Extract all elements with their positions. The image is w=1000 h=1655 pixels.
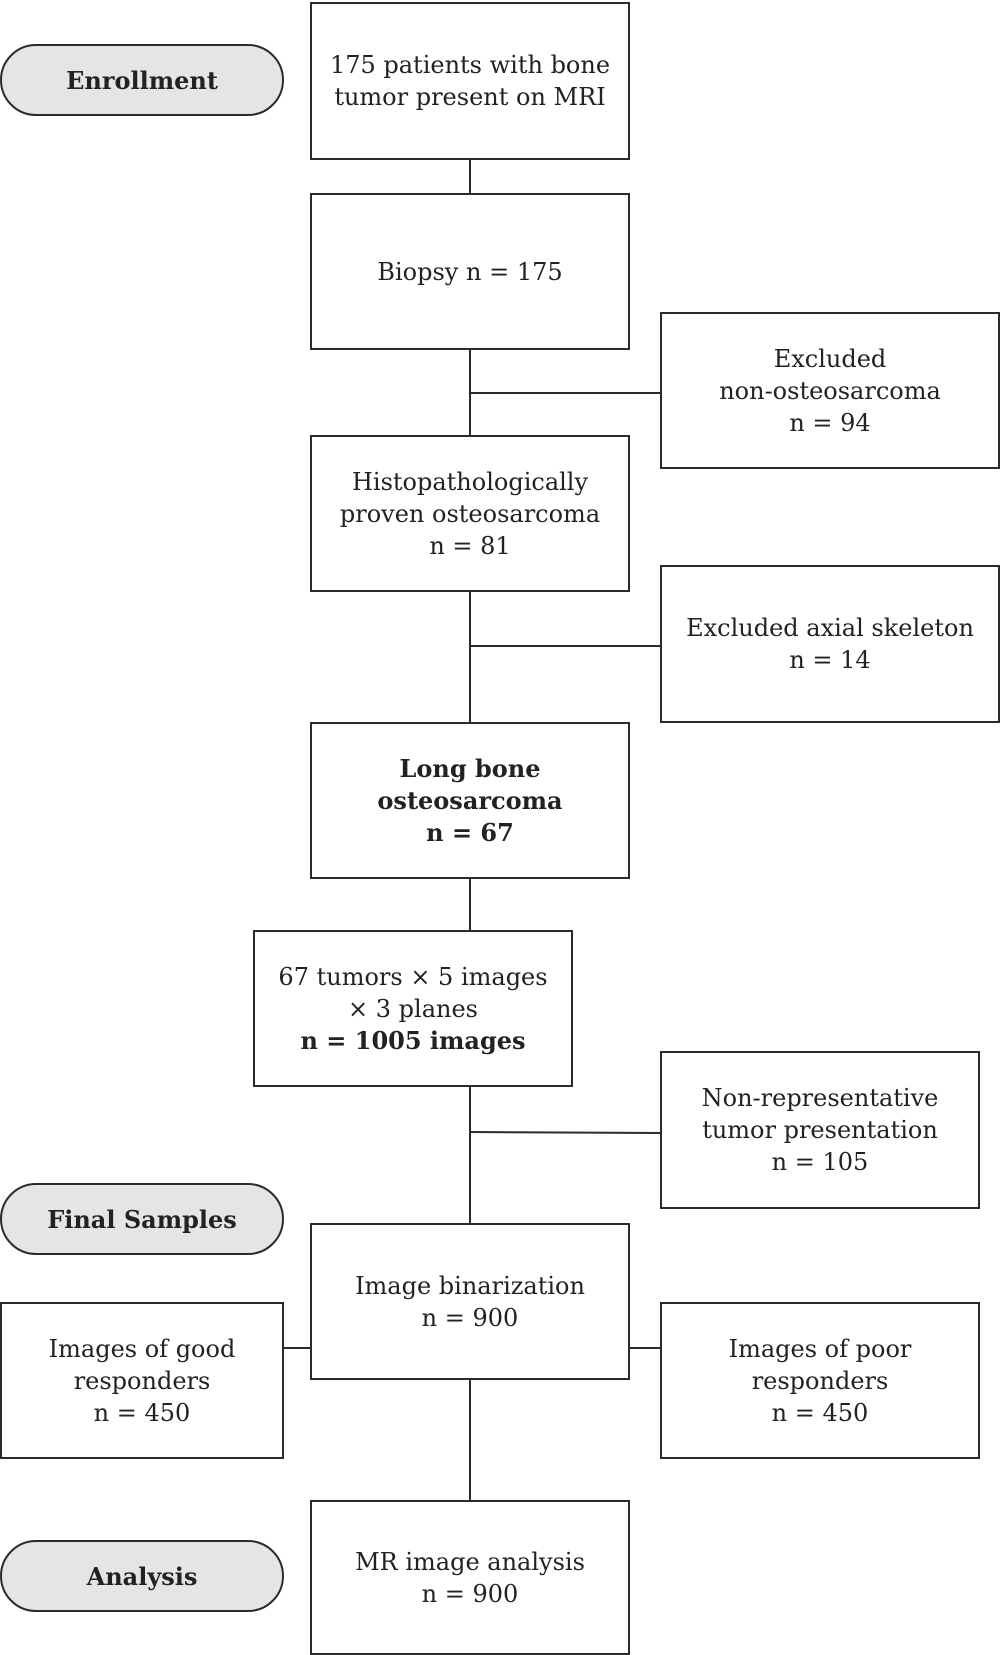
nonrep-line2: tumor presentation: [702, 1116, 938, 1144]
stage-enrollment: Enrollment: [0, 44, 284, 116]
histopathology-box: Histopathologically proven osteosarcoma …: [310, 435, 630, 592]
stage-analysis: Analysis: [0, 1540, 284, 1612]
images-line2: × 3 planes: [348, 994, 478, 1023]
binarization-line1: Image binarization: [355, 1272, 585, 1300]
images-box: 67 tumors × 5 images × 3 planes n = 1005…: [253, 930, 573, 1087]
poor-responders-box: Images of poor responders n = 450: [660, 1302, 980, 1459]
good-line2: responders: [73, 1366, 211, 1395]
connector-branch-nonrep: [469, 1131, 661, 1134]
images-line1: 67 tumors × 5 images: [278, 962, 548, 991]
nonrep-line3: n = 105: [771, 1148, 869, 1176]
histo-line2: proven osteosarcoma: [339, 499, 601, 528]
stage-final-samples-label: Final Samples: [47, 1204, 237, 1234]
biopsy-box-line1: Biopsy n = 175: [377, 257, 563, 286]
enrollment-box-line2: tumor present on MRI: [334, 83, 606, 111]
long-bone-line1: Long bone osteosarcoma: [377, 753, 563, 815]
poor-line2: responders: [751, 1366, 889, 1395]
analysis-line2: n = 900: [421, 1579, 519, 1608]
analysis-line1: MR image analysis: [355, 1547, 585, 1576]
nonrep-line1: Non-representative: [701, 1084, 939, 1112]
stage-enrollment-label: Enrollment: [66, 65, 218, 95]
good-line1: Images of good: [48, 1334, 236, 1363]
histo-line3: n = 81: [429, 531, 511, 560]
stage-final-samples: Final Samples: [0, 1183, 284, 1255]
long-bone-osteosarcoma-box: Long bone osteosarcoma n = 67: [310, 722, 630, 879]
histo-line1: Histopathologically: [351, 467, 589, 496]
good-line3: n = 450: [93, 1398, 191, 1427]
excluded-nonosteo-line3: n = 94: [789, 408, 871, 437]
stage-analysis-label: Analysis: [86, 1561, 198, 1591]
poor-line3: n = 450: [771, 1398, 869, 1427]
excluded-axial-line2: n = 14: [789, 646, 871, 674]
good-responders-box: Images of good responders n = 450: [0, 1302, 284, 1459]
excluded-axial-skeleton-box: Excluded axial skeleton n = 14: [660, 565, 1000, 723]
image-binarization-box: Image binarization n = 900: [310, 1223, 630, 1380]
enrollment-box: 175 patients with bone tumor present on …: [310, 2, 630, 160]
biopsy-box: Biopsy n = 175: [310, 193, 630, 350]
poor-line1: Images of poor: [728, 1334, 912, 1363]
mr-image-analysis-box: MR image analysis n = 900: [310, 1500, 630, 1655]
excluded-nonosteosarcoma-box: Excluded non-osteosarcoma n = 94: [660, 312, 1000, 469]
long-bone-line2: n = 67: [426, 817, 514, 847]
non-representative-box: Non-representative tumor presentation n …: [660, 1051, 980, 1209]
excluded-nonosteo-line1: Excluded: [773, 344, 887, 373]
excluded-nonosteo-line2: non-osteosarcoma: [719, 376, 941, 405]
excluded-axial-line1: Excluded axial skeleton: [686, 614, 974, 642]
enrollment-box-line1: 175 patients with bone: [329, 51, 611, 79]
images-line3: n = 1005 images: [300, 1025, 526, 1055]
binarization-line2: n = 900: [421, 1304, 519, 1332]
